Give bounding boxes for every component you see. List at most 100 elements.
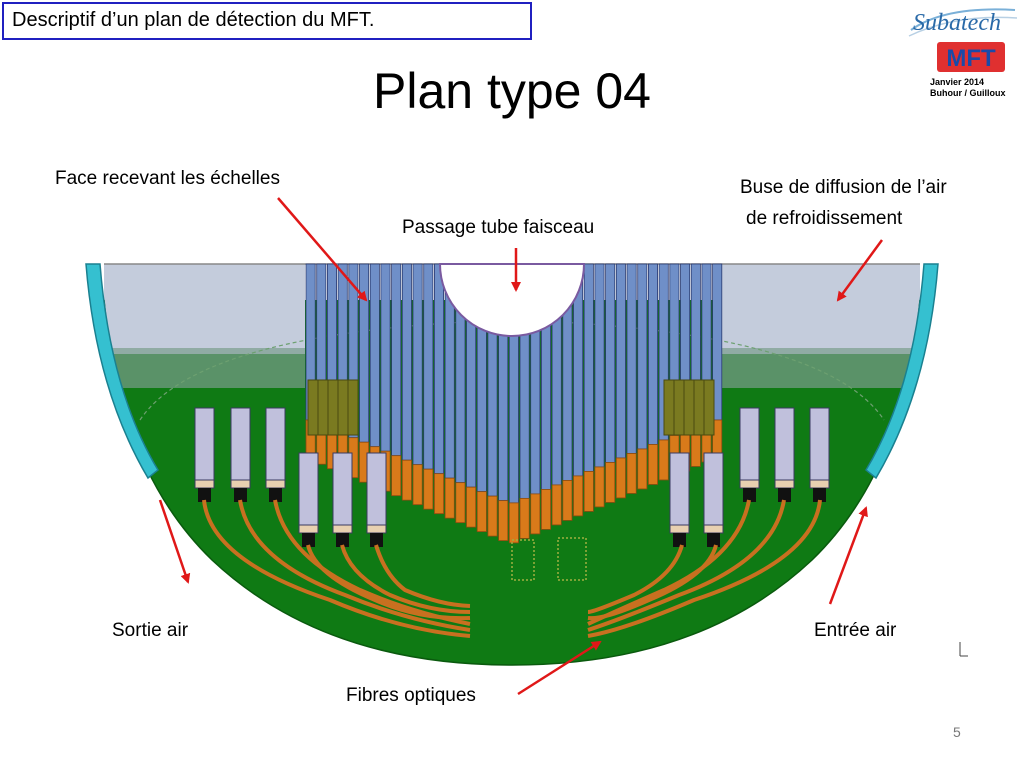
annotation-arrows	[158, 197, 884, 696]
ladder-copper-flex	[573, 475, 584, 517]
air-nozzle-left	[85, 263, 159, 480]
ladder-copper-flex	[637, 448, 648, 490]
label-buse-line1: Buse de diffusion de l’air	[740, 177, 947, 198]
ladders-group	[305, 263, 723, 504]
ladder-copper-flex	[498, 500, 509, 542]
ladder-copper-flex	[605, 462, 616, 503]
module-plug	[743, 488, 756, 502]
ladder-copper-flex	[594, 466, 605, 508]
ladder-copper-flex	[455, 482, 466, 524]
readout-module	[332, 452, 353, 526]
connector-block-left	[307, 379, 359, 436]
ladder	[648, 263, 659, 445]
module-connector	[739, 479, 760, 489]
page-title: Plan type 04	[373, 63, 651, 119]
ladder-copper-flex	[648, 444, 659, 485]
ladder-copper-flex	[508, 502, 519, 544]
ladder	[391, 263, 402, 457]
module-plug	[370, 533, 383, 547]
ladder	[605, 263, 616, 463]
arrow-face-echelles	[277, 197, 368, 302]
ladder-copper-flex	[626, 453, 637, 494]
arrow-sortie-air	[158, 499, 191, 584]
ladder-copper-flex	[530, 493, 541, 535]
left-air-zone-lower	[104, 348, 305, 388]
module-plug	[234, 488, 247, 502]
ladder-copper-flex	[444, 477, 455, 519]
arrow-buse	[836, 239, 884, 302]
module-connector	[669, 524, 690, 534]
readout-module	[669, 452, 690, 526]
box-title-text: Descriptif d’un plan de détection du MFT…	[12, 9, 375, 31]
module-plug	[813, 488, 826, 502]
ladder	[369, 263, 380, 448]
readout-module	[194, 407, 215, 481]
module-connector	[703, 524, 724, 534]
readout-module	[739, 407, 760, 481]
meta-info: Janvier 2014 Buhour / Guilloux	[930, 77, 1006, 99]
left-air-zone	[104, 264, 305, 354]
right-air-zone-lower	[718, 348, 920, 388]
ladder	[637, 263, 648, 450]
ladder-copper-flex	[615, 457, 626, 499]
meta-authors: Buhour / Guilloux	[930, 88, 1006, 98]
ladder	[626, 263, 637, 454]
readout-module	[703, 452, 724, 526]
readout-module	[774, 407, 795, 481]
module-connector	[298, 524, 319, 534]
label-entree-air: Entrée air	[814, 620, 897, 641]
module-plug	[673, 533, 686, 547]
optical-fibers	[202, 499, 822, 638]
module-plug	[198, 488, 211, 502]
ladder-copper-flex	[541, 489, 552, 530]
ladder	[423, 263, 434, 470]
readout-module	[298, 452, 319, 526]
module-plug	[778, 488, 791, 502]
copper-group	[305, 419, 723, 544]
ladder-copper-flex	[476, 491, 487, 533]
ladder	[401, 263, 412, 461]
connector-block-right	[663, 379, 715, 436]
ladder	[615, 263, 626, 459]
ladder-copper-flex	[391, 455, 402, 497]
slide-box-title: Descriptif d’un plan de détection du MFT…	[2, 2, 532, 40]
label-face-echelles: Face recevant les échelles	[55, 168, 280, 189]
beam-tube-cutout	[438, 263, 586, 337]
arrow-entree-air	[828, 506, 868, 605]
module-connector	[774, 479, 795, 489]
module-connector	[332, 524, 353, 534]
air-nozzle-right	[865, 263, 939, 480]
module-connector	[809, 479, 830, 489]
ladder-copper-flex	[583, 471, 594, 512]
ladder-copper-flex	[433, 473, 444, 515]
ladder-copper-flex	[401, 459, 412, 501]
module-connector	[230, 479, 251, 489]
ladder-copper-flex	[658, 439, 669, 481]
ladder-copper-flex	[551, 484, 562, 526]
ladder	[594, 263, 605, 468]
right-air-zone	[718, 264, 920, 354]
module-plug	[707, 533, 720, 547]
module-connector	[366, 524, 387, 534]
axis-indicator	[959, 642, 968, 657]
ladder	[433, 263, 444, 475]
ladder-copper-flex	[562, 480, 573, 521]
meta-date: Janvier 2014	[930, 77, 985, 87]
module-connector	[194, 479, 215, 489]
readout-module	[366, 452, 387, 526]
ladder-copper-flex	[423, 468, 434, 510]
ip-marking	[511, 537, 587, 581]
mft-logo-text: MFT	[946, 45, 996, 72]
module-plug	[269, 488, 282, 502]
modules-group	[194, 407, 830, 547]
subatech-logo-text: Subatech	[913, 10, 1001, 36]
ladder	[359, 263, 370, 443]
module-plug	[302, 533, 315, 547]
label-fibres-optiques: Fibres optiques	[346, 685, 476, 706]
arrow-fibres	[517, 640, 602, 696]
mft-logo: MFT	[937, 42, 1005, 72]
readout-module	[265, 407, 286, 481]
ladder	[583, 263, 594, 472]
label-passage-tube: Passage tube faisceau	[402, 217, 595, 238]
